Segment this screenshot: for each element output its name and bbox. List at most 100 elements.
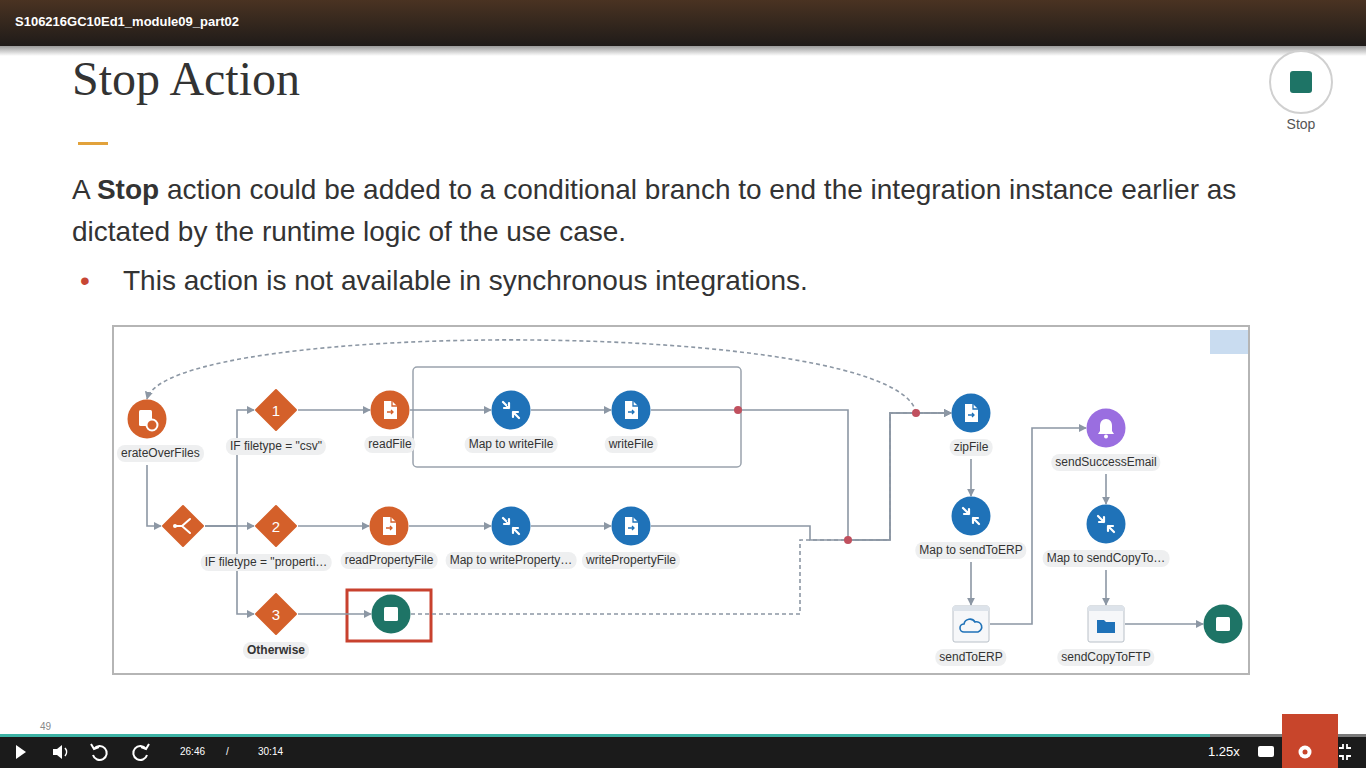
settings-hole bbox=[1303, 750, 1308, 755]
map-action: Map to writeFile bbox=[491, 390, 531, 430]
flow-connector bbox=[531, 409, 611, 411]
node-label: erateOverFiles bbox=[117, 445, 204, 462]
svg-rect bbox=[384, 607, 398, 621]
svg-circle bbox=[370, 507, 409, 546]
svg-circle bbox=[147, 420, 158, 431]
node-label: writePropertyFile bbox=[582, 552, 680, 569]
flow-connector bbox=[298, 525, 369, 527]
player-text: 26:46 bbox=[180, 746, 205, 758]
node-label: Map to sendToERP bbox=[915, 542, 1026, 559]
svg-path bbox=[968, 413, 974, 417]
flow-connector bbox=[970, 459, 972, 496]
play-icon bbox=[16, 745, 26, 759]
slide-text: Stop bbox=[1287, 116, 1316, 133]
svg-polygon bbox=[256, 506, 296, 546]
svg-polygon bbox=[163, 506, 203, 546]
node-label: Otherwise bbox=[243, 642, 309, 659]
svg-path bbox=[391, 517, 396, 522]
flow-connector bbox=[1105, 570, 1107, 605]
svg-path bbox=[963, 508, 979, 524]
branch-number: 3 bbox=[272, 607, 280, 622]
player-text: 30:14 bbox=[258, 746, 283, 758]
branch-number: 2 bbox=[272, 519, 280, 534]
node-shape bbox=[1087, 605, 1125, 643]
svg-circle bbox=[492, 507, 531, 546]
bullet: • bbox=[80, 260, 90, 302]
zip-file-action: zipFile bbox=[951, 393, 991, 433]
video-title: S106216GC10Ed1_module09_part02 bbox=[15, 14, 239, 30]
flow-connector bbox=[411, 413, 951, 614]
branch-diamond: 3Otherwise bbox=[254, 592, 298, 636]
node-shape bbox=[611, 506, 651, 546]
svg-path bbox=[633, 401, 638, 406]
node-shape bbox=[371, 594, 411, 634]
stop-icon-square bbox=[1290, 71, 1312, 93]
svg-rect bbox=[953, 606, 989, 642]
flow-connector bbox=[970, 562, 972, 605]
svg-rect bbox=[1216, 617, 1230, 631]
write-file-action: writePropertyFile bbox=[611, 506, 651, 546]
read-file-action: readFile bbox=[370, 390, 410, 430]
svg-circle bbox=[952, 394, 991, 433]
switch-diamond bbox=[161, 504, 205, 548]
node-label: sendCopyToFTP bbox=[1057, 649, 1154, 666]
slide-text: This action is not available in synchron… bbox=[123, 260, 808, 302]
slide-title: Stop Action bbox=[72, 50, 300, 108]
node-label: readPropertyFile bbox=[341, 552, 438, 569]
svg-circle bbox=[371, 391, 410, 430]
flow-connector bbox=[147, 465, 161, 526]
svg-path bbox=[175, 519, 190, 533]
svg-path bbox=[383, 517, 396, 535]
svg-path bbox=[392, 401, 397, 406]
svg-rect bbox=[1088, 606, 1124, 642]
svg-path bbox=[628, 526, 634, 530]
merge-dot bbox=[912, 409, 920, 417]
node-shape bbox=[161, 504, 205, 548]
svg-path bbox=[1098, 419, 1114, 434]
svg-circle bbox=[1087, 409, 1126, 448]
progress-fill bbox=[0, 734, 1210, 737]
svg-path bbox=[1097, 620, 1115, 633]
svg-circle bbox=[372, 595, 411, 634]
merge-dot bbox=[734, 406, 742, 414]
svg-circle bbox=[952, 497, 991, 536]
node-label: IF filetype = "csv" bbox=[226, 438, 326, 455]
node-shape bbox=[1086, 504, 1126, 544]
svg-path bbox=[503, 518, 519, 534]
invoke-adapter: sendCopyToFTP bbox=[1087, 605, 1125, 643]
svg-circle bbox=[1087, 505, 1126, 544]
node-label: Map to writeFile bbox=[465, 436, 558, 453]
svg-path bbox=[503, 402, 519, 418]
svg-path bbox=[386, 526, 392, 530]
node-shape bbox=[491, 506, 531, 546]
stop-action bbox=[371, 594, 411, 634]
svg-path bbox=[1098, 516, 1114, 532]
connector-group bbox=[147, 340, 1203, 624]
map-action: Map to sendToERP bbox=[951, 496, 991, 536]
node-label: writeFile bbox=[605, 436, 658, 453]
svg-circle bbox=[1204, 605, 1243, 644]
volume-wave bbox=[65, 748, 67, 756]
flow-connector bbox=[298, 409, 370, 411]
title-bar bbox=[0, 0, 1366, 46]
branch-number: 1 bbox=[272, 403, 280, 418]
svg-path bbox=[628, 410, 634, 414]
minimap bbox=[1210, 330, 1248, 354]
forward-arrow bbox=[141, 744, 149, 749]
node-label: readFile bbox=[364, 436, 415, 453]
progress-track bbox=[0, 734, 1366, 737]
captions-icon bbox=[1258, 746, 1274, 757]
node-shape bbox=[1086, 408, 1126, 448]
merge-dot bbox=[844, 536, 852, 544]
flow-connector bbox=[298, 613, 371, 615]
svg-rect bbox=[1088, 606, 1124, 611]
control-bar bbox=[0, 737, 1366, 768]
node-shape bbox=[951, 496, 991, 536]
invoke-adapter: sendToERP bbox=[952, 605, 990, 643]
node-label: sendToERP bbox=[935, 649, 1006, 666]
flow-connector bbox=[1105, 474, 1107, 504]
highlight-box bbox=[347, 590, 431, 641]
write-file-action: writeFile bbox=[611, 390, 651, 430]
body-text: A Stop action could be added to a condit… bbox=[72, 169, 1272, 253]
